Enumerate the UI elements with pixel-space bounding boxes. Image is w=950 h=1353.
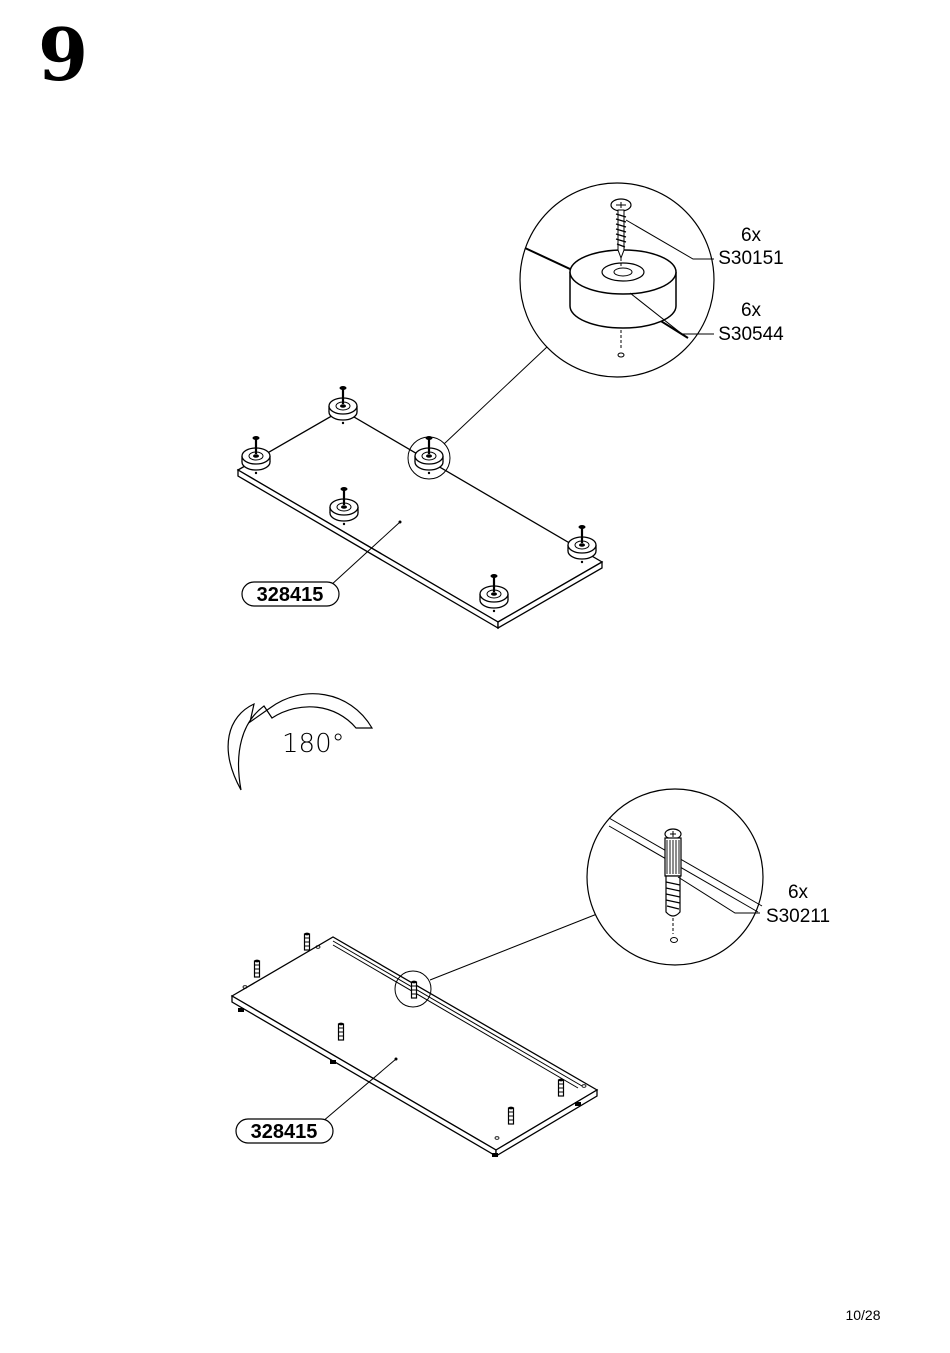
part-label: 328415 [257, 584, 324, 606]
page-number: 10/28 [845, 1307, 880, 1323]
dowel [255, 960, 260, 977]
callout-qty: 6x [741, 300, 762, 321]
rotation-indicator: 180° [228, 694, 372, 790]
callout-code: S30151 [718, 248, 784, 269]
rotation-label: 180° [282, 729, 345, 759]
callout-code: S30211 [766, 906, 830, 927]
callout-code: S30544 [718, 324, 784, 345]
detail-leader-line [444, 346, 548, 444]
dowel [559, 1079, 564, 1096]
dowel [509, 1107, 514, 1124]
dowel [305, 933, 310, 950]
part-label: 328415 [251, 1121, 318, 1143]
part-leader-dot [399, 521, 402, 524]
callout-qty: 6x [741, 225, 762, 246]
dowel [412, 981, 417, 998]
detail-circle-glide [520, 183, 714, 377]
detail-circle-dowel [587, 789, 763, 965]
step-number: 9 [38, 12, 86, 97]
part-leader-dot [395, 1058, 398, 1061]
dowel [339, 1023, 344, 1040]
top-assembly: 6x S30151 6x S30544 328415 [238, 183, 784, 628]
detail-leader-line [430, 914, 597, 980]
bottom-assembly: 6x S30211 328415 [232, 789, 830, 1157]
callout-qty: 6x [788, 882, 809, 903]
